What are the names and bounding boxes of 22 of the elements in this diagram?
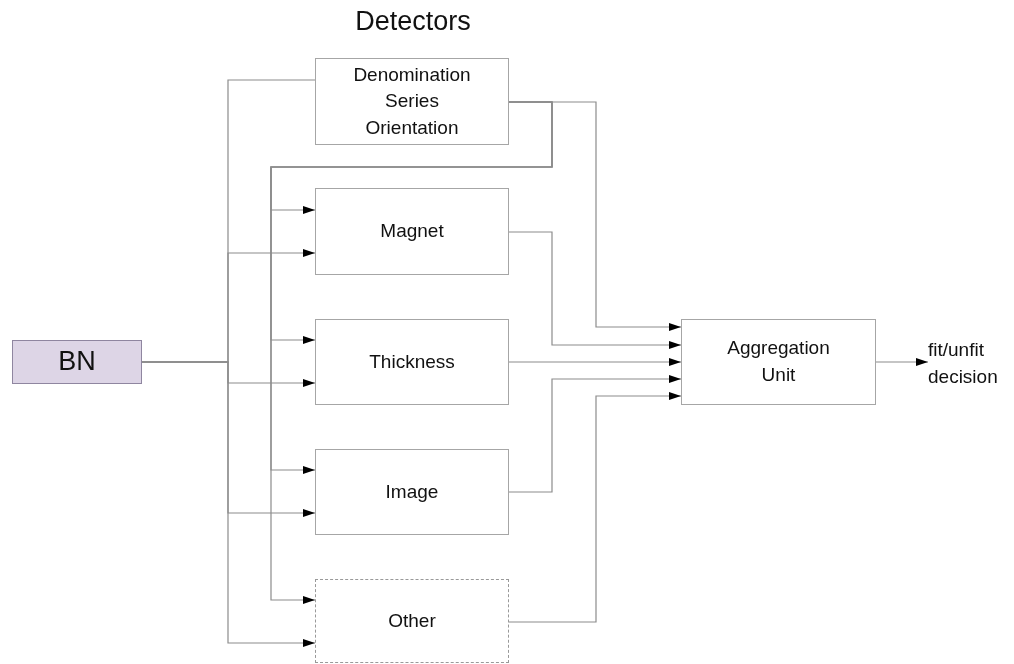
diagram-title: Detectors: [354, 6, 472, 37]
node-label: Denomination Series Orientation: [352, 62, 472, 140]
node-label: Image: [385, 479, 439, 504]
node-label: Aggregation Unit: [726, 336, 831, 387]
arrow: [508, 358, 682, 366]
arrow: [508, 375, 682, 493]
node-label: fit/unfit decision: [928, 338, 999, 389]
detector-box: [315, 188, 509, 275]
process-box: [681, 319, 876, 405]
arrow: [508, 231, 682, 349]
node-label: BN: [58, 345, 96, 379]
node-label: Thickness: [369, 349, 455, 374]
node-label: Other: [388, 608, 436, 633]
arrow: [508, 392, 682, 623]
arrow: [270, 101, 553, 604]
node-label: Magnet: [380, 219, 444, 244]
detector-box: [315, 579, 509, 663]
arrow: [875, 358, 929, 366]
detector-box: [315, 319, 509, 405]
detector-box: [315, 58, 509, 145]
input-box: [12, 340, 142, 384]
detector-box: [315, 449, 509, 535]
